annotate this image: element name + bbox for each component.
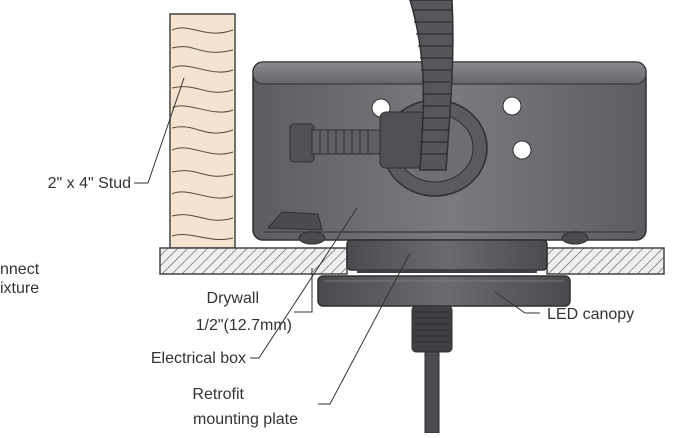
box-screws (298, 231, 589, 245)
cropped-left-label-line2: ixture (0, 280, 39, 297)
wood-stud (169, 13, 236, 249)
led-canopy-label: LED canopy (547, 306, 634, 323)
flexible-conduit (409, 0, 454, 171)
leader-lines (134, 77, 540, 405)
electrical-box-body (252, 61, 647, 241)
retrofit-label-line2: mounting plate (193, 411, 298, 428)
retrofit-label-line1: Retrofit (192, 386, 244, 403)
stud-label: 2" x 4" Stud (48, 175, 131, 192)
strain-relief (411, 305, 453, 434)
electrical-box-label: Electrical box (151, 350, 246, 367)
cropped-left-label-line1: nnect (0, 261, 40, 278)
drywall-label-line2: 1/2"(12.7mm) (196, 317, 292, 334)
led-canopy (317, 275, 571, 307)
drywall-label-line1: Drywall (207, 290, 259, 307)
retrofit-mounting-plate (346, 239, 548, 273)
drywall (159, 247, 665, 275)
